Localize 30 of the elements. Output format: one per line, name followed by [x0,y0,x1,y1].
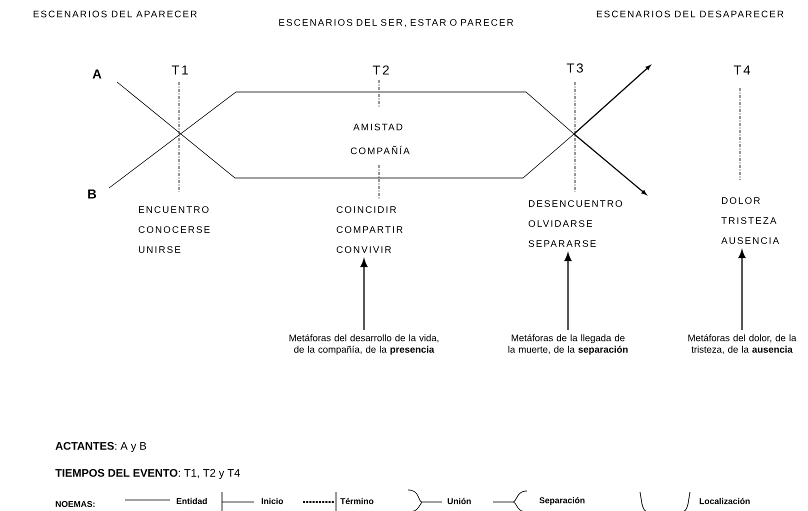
heading: ESCENARIOS DEL DESAPARECER [596,10,784,18]
note: ACTANTES: A y B [55,442,146,452]
word-list: ENCUENTRO CONOCERSE UNIRSE [138,206,210,253]
heading: ESCENARIOS DEL SER, ESTAR O PARECER [279,19,514,27]
metaphor-text: Metáforas del dolor, de la tristeza, de la ausencia [688,334,796,354]
state-label: AMISTAD [353,124,402,130]
legend-label: Unión [448,498,471,504]
word-list: DOLOR TRISTEZA AUSENCIA [721,197,780,244]
legend-label: Entidad [176,498,207,504]
actant-label: B [88,190,96,198]
metaphor-text: Metáforas del desarrollo de la vida, de la compañía, de la presencia [290,334,438,355]
legend-label: Término [340,498,374,504]
state-label: COMPAÑÍA [350,146,410,154]
legend-label: Inicio [262,498,284,504]
legend-label: Localización [700,498,750,504]
time-label: T1 [172,66,188,74]
legend-title: NOEMAS: [56,501,95,507]
note: TIEMPOS DEL EVENTO: T1, T2 y T4 [55,469,240,479]
metaphor-text: Metáforas de la llegada de la muerte, de la separación [508,334,628,355]
heading: ESCENARIOS DEL APARECER [34,10,197,18]
legend-label: Separación [539,496,584,505]
word-list: DESENCUENTRO OLVIDARSE SEPARARSE [528,200,622,247]
time-label: T2 [372,65,389,75]
word-list: COINCIDIR COMPARTIR CONVIVIR [336,206,403,253]
arrow [564,253,572,330]
time-label: T4 [734,66,750,74]
arrow [738,250,746,330]
actant-label: A [92,70,102,78]
time-label: T3 [566,63,583,73]
arrow [360,259,368,330]
